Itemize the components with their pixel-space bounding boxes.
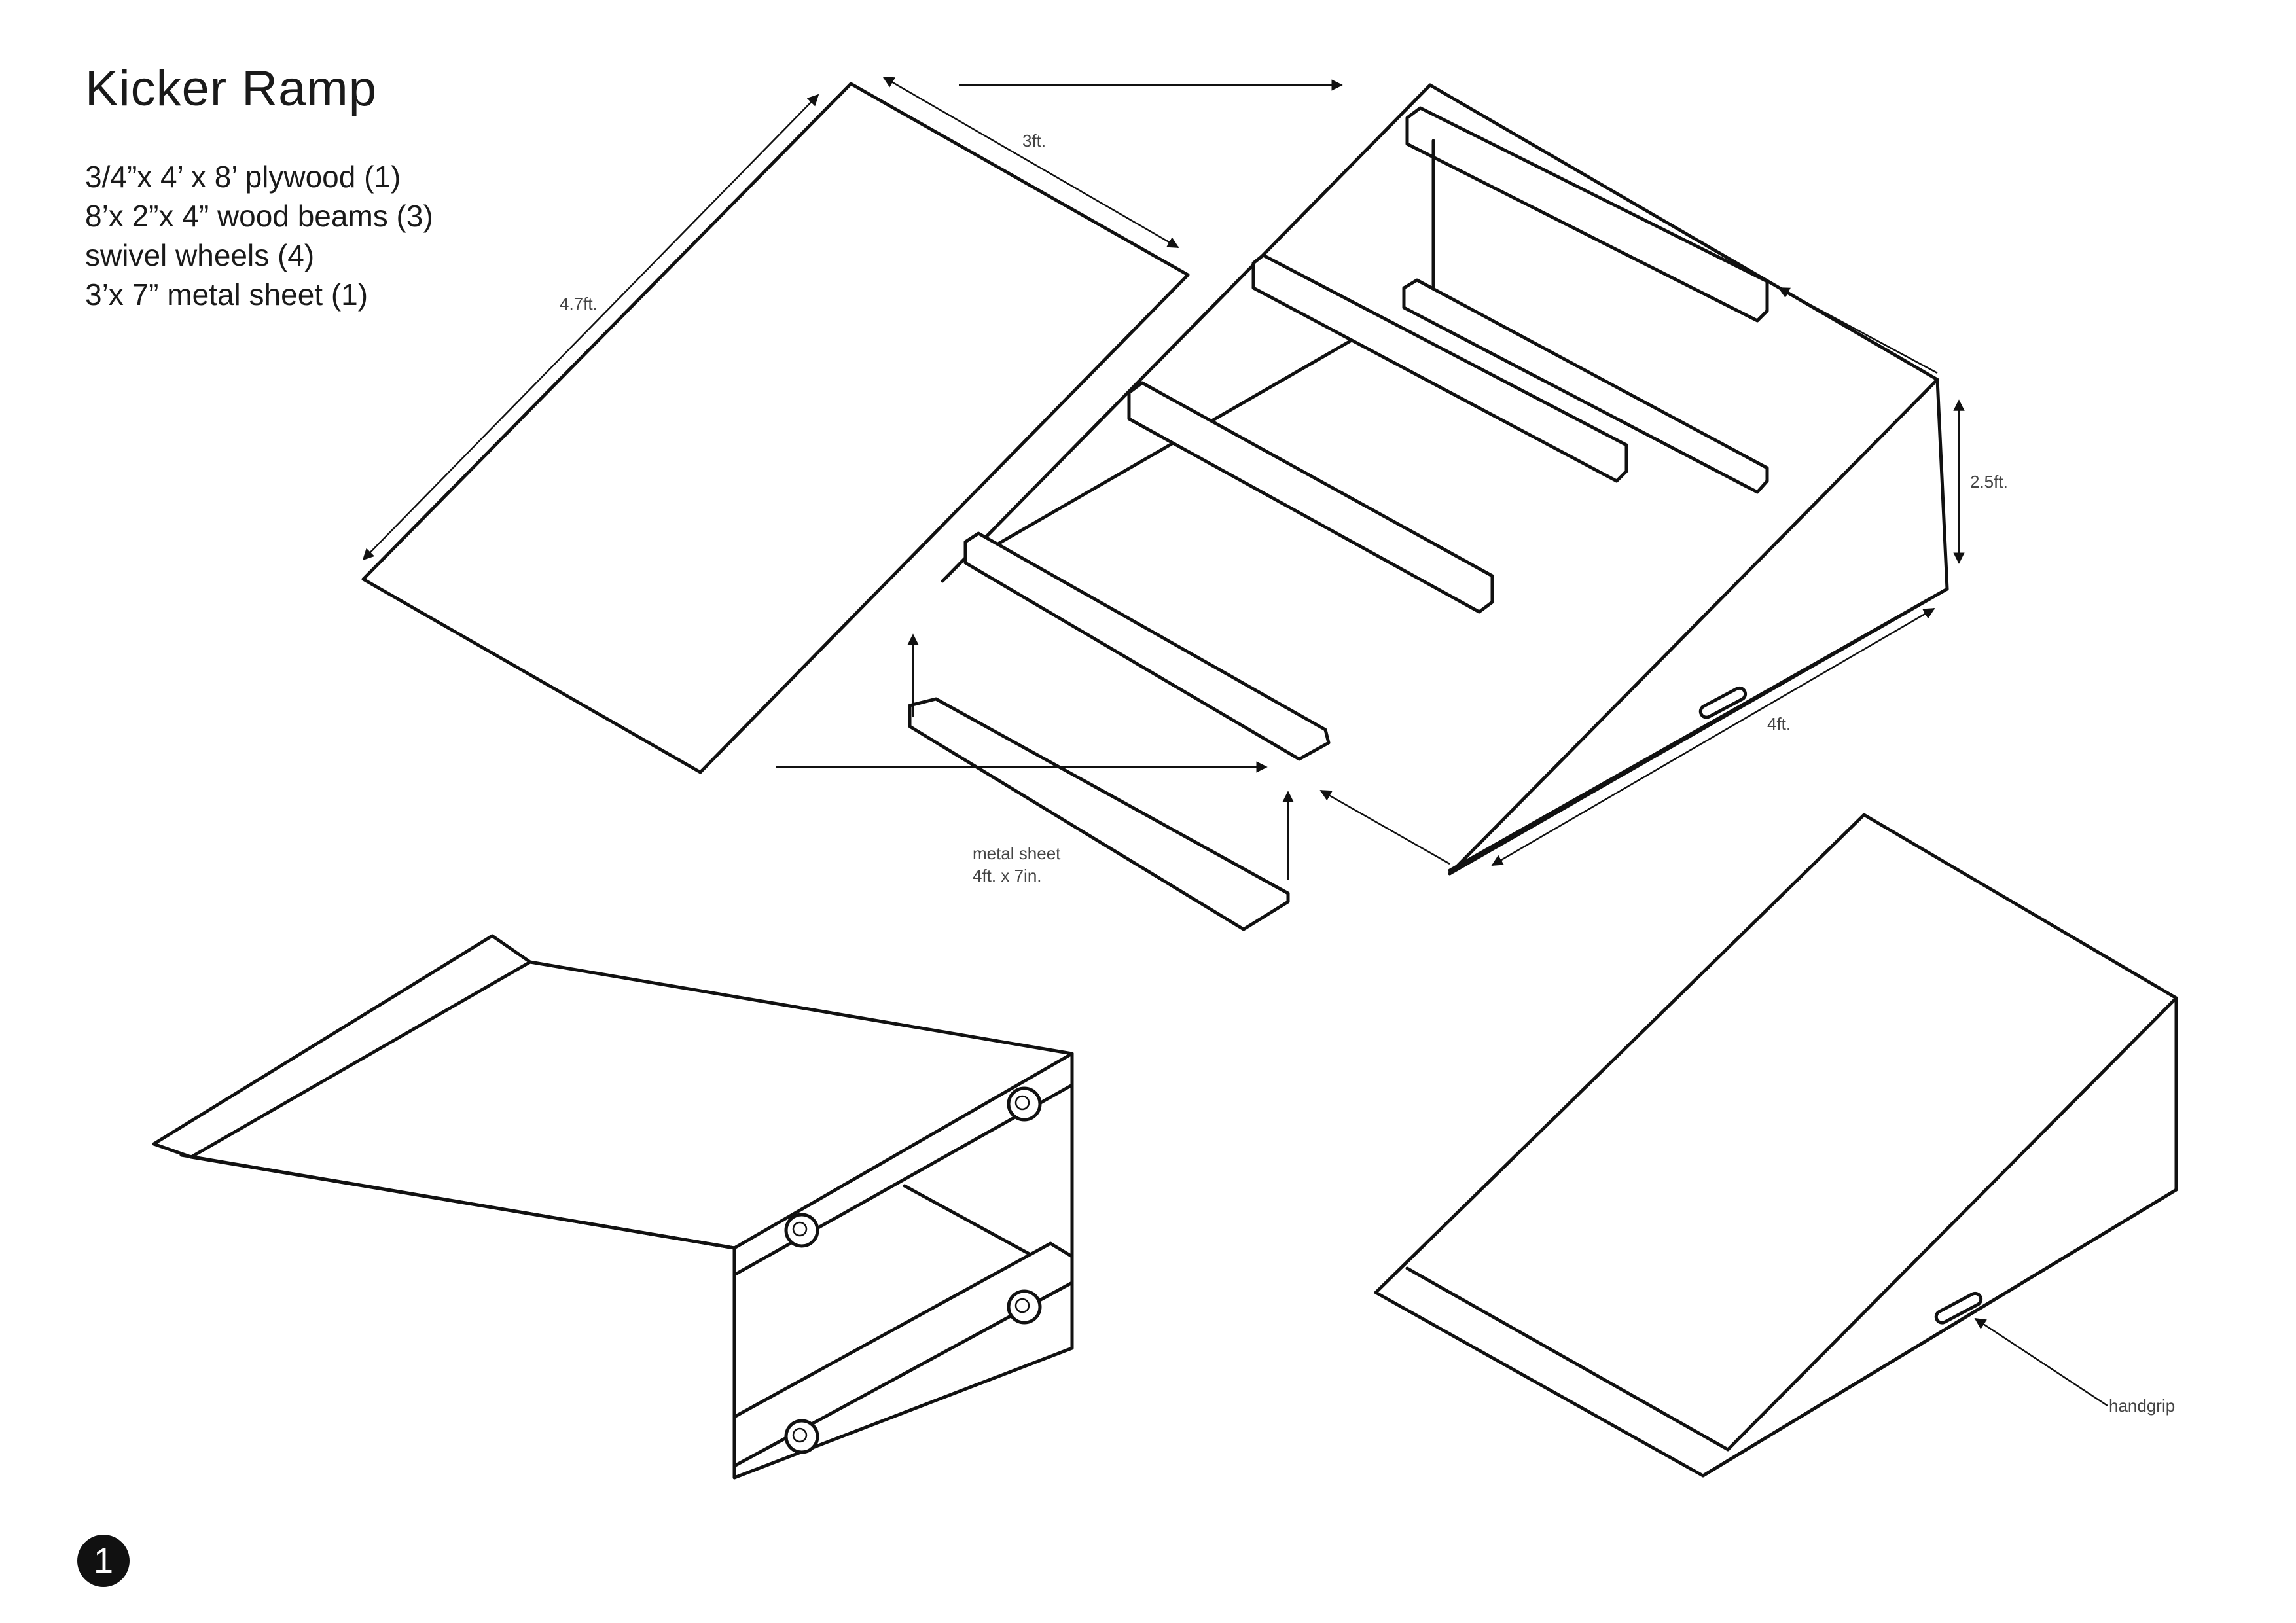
material-item: swivel wheels (4) bbox=[85, 238, 315, 272]
dim-label-height: 2.5ft. bbox=[1970, 472, 2008, 491]
metal-sheet-label: metal sheet bbox=[973, 844, 1061, 863]
metal-sheet bbox=[908, 697, 1290, 931]
dim-arrow-panel-width bbox=[882, 76, 1179, 249]
plywood-panel bbox=[361, 82, 1190, 774]
page-title: Kicker Ramp bbox=[85, 61, 377, 116]
dim-arrow-base-length bbox=[1491, 607, 1935, 866]
ramp-frame bbox=[941, 83, 1949, 876]
material-item: 3’x 7” metal sheet (1) bbox=[85, 277, 368, 312]
handgrip-label: handgrip bbox=[2109, 1396, 2175, 1416]
assembly-arrow-bottom bbox=[1319, 789, 1450, 865]
assembly-arrow-right bbox=[1778, 287, 1938, 374]
swivel-wheel-icon bbox=[1007, 1086, 1042, 1122]
handgrip-pointer bbox=[1974, 1317, 2108, 1407]
swivel-wheel-icon bbox=[784, 1213, 819, 1248]
material-item: 3/4”x 4’ x 8’ plywood (1) bbox=[85, 160, 401, 194]
assembled-ramp-back bbox=[152, 934, 1074, 1480]
dim-label-panel-width: 3ft. bbox=[1022, 131, 1046, 151]
dim-label-base-length: 4ft. bbox=[1767, 714, 1791, 734]
assembled-ramp-front bbox=[1374, 813, 2178, 1478]
dim-label-panel-length: 4.7ft. bbox=[560, 294, 598, 313]
swivel-wheel-icon bbox=[1007, 1289, 1042, 1325]
materials-list: 3/4”x 4’ x 8’ plywood (1) 8’x 2”x 4” woo… bbox=[85, 157, 433, 314]
page-number-badge: 1 bbox=[77, 1535, 130, 1587]
metal-sheet-size-label: 4ft. x 7in. bbox=[973, 866, 1042, 885]
swivel-wheel-icon bbox=[784, 1419, 819, 1454]
dim-arrow-panel-length bbox=[362, 94, 819, 561]
